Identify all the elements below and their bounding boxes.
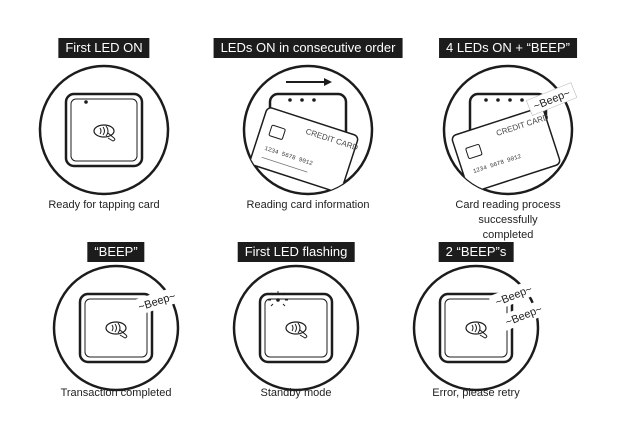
panel-beep: “BEEP” ~Beep~ Transaction completed [12,242,220,442]
panel-leds-consecutive: LEDs ON in consecutive order CREDIT CARD… [204,38,412,238]
reader-inner [70,98,138,162]
reader-circle [442,64,574,196]
reader-circle [52,264,180,392]
reader-inner [264,298,328,358]
panel-title: “BEEP” [87,242,145,262]
led-4 [520,98,524,102]
card-chip [268,124,286,140]
panel-first-led-on: First LED ON Ready for tapping card [0,38,208,238]
led-2 [496,98,500,102]
led-1 [484,98,488,102]
panel-caption: Reading card information [246,199,370,211]
panel-title: First LED ON [58,38,150,58]
reader-circle [242,64,374,196]
flashing-led-icon [268,291,288,307]
panel-caption: Ready for tapping card [48,199,160,211]
panel-caption: Error, please retry [432,387,520,399]
reader-circle [412,264,540,392]
reader-illustration: ~Beep~ ~Beep~ [412,264,549,392]
reader-circle [38,64,170,196]
panel-title: 2 “BEEP”s [438,242,514,262]
reader-illustration: ~Beep~ [52,264,182,392]
panel-title: LEDs ON in consecutive order [213,38,403,58]
contactless-icon [285,321,308,339]
reader-body [78,292,154,364]
panel-caption: Transaction completed [60,387,172,399]
reader-illustration [232,264,360,392]
reader-illustration: CREDIT CARD 1234 5678 9012 ~Beep~ [442,64,578,196]
reader-body [64,92,144,168]
credit-card: CREDIT CARD 1234 5678 9012 [451,107,561,193]
contactless-icon [93,124,116,142]
led-2 [300,98,304,102]
led-3 [312,98,316,102]
direction-arrow [286,78,332,86]
led-1 [84,100,88,104]
reader-circle [232,264,360,392]
card-chip [465,143,483,159]
panel-4-leds-beep: 4 LEDs ON + “BEEP” CREDIT CARD 1234 5678… [404,38,612,241]
reader-illustration [38,64,170,196]
panel-caption: Standby mode [260,387,332,399]
contactless-icon [465,321,488,339]
credit-card: CREDIT CARD 1234 5678 9012 [249,107,359,193]
reader-illustration: CREDIT CARD 1234 5678 9012 [242,64,374,196]
reader-body [258,292,334,364]
contactless-icon [105,321,128,339]
led-1 [288,98,292,102]
led-3 [508,98,512,102]
beep-label: ~Beep~ [131,286,182,317]
panel-first-led-flashing: First LED flashing Standby mode [192,242,400,442]
panel-title: First LED flashing [237,242,355,262]
reader-inner [84,298,148,358]
panel-title: 4 LEDs ON + “BEEP” [439,38,577,58]
panel-caption: Card reading process successfully comple… [455,199,561,241]
panel-2-beeps: 2 “BEEP”s ~Beep~ ~Beep~ Error, please re… [372,242,580,442]
